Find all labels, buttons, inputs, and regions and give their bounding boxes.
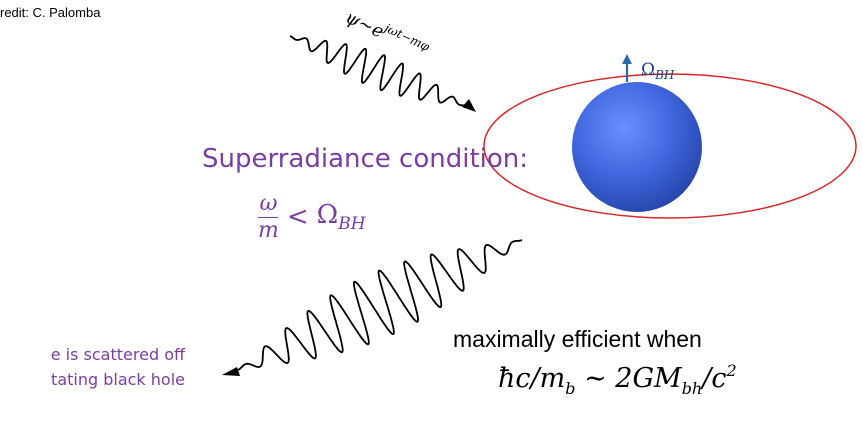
incoming-wave bbox=[289, 35, 467, 107]
ergosphere-ellipse bbox=[483, 73, 857, 219]
efficiency-formula: ħc/mb ∼ 2GMbh/c2 bbox=[498, 361, 737, 398]
slash-1: / bbox=[530, 363, 540, 394]
two-gm: 2GM bbox=[615, 363, 682, 394]
scatter-caption: e is scattered off tating black hole bbox=[51, 342, 185, 392]
condition-formula: ω m < ΩBH bbox=[258, 186, 366, 248]
omega-subscript: BH bbox=[338, 214, 366, 234]
omega-symbol: Ω bbox=[316, 200, 339, 230]
less-than-symbol: < bbox=[286, 202, 309, 232]
omega-bh: ΩBH bbox=[317, 200, 366, 234]
black-hole bbox=[572, 82, 702, 212]
spin-omega: Ω bbox=[641, 60, 656, 80]
hbar-symbol: ħ bbox=[498, 363, 516, 394]
spin-arrow-head bbox=[622, 54, 632, 64]
spin-omega-sub: BH bbox=[655, 68, 675, 82]
credit-text: redit: C. Palomba bbox=[0, 5, 101, 20]
omega-over-m-fraction: ω m bbox=[258, 190, 279, 243]
m-symbol: m bbox=[539, 363, 566, 394]
fraction-numerator: ω bbox=[259, 190, 278, 216]
m-subscript-b: b bbox=[565, 379, 576, 398]
exponent-2: 2 bbox=[726, 361, 737, 380]
condition-title: Superradiance condition: bbox=[202, 144, 529, 174]
scatter-line-2: tating black hole bbox=[51, 370, 185, 389]
slash-2: / bbox=[702, 363, 712, 394]
spin-label: ΩBH bbox=[641, 60, 674, 82]
outgoing-wave bbox=[237, 239, 523, 371]
m-subscript-bh: bh bbox=[681, 379, 703, 398]
c-symbol-2: c bbox=[711, 363, 727, 394]
fraction-bar bbox=[258, 216, 279, 218]
incoming-wave-arrowhead bbox=[462, 99, 476, 112]
c-symbol: c bbox=[515, 363, 531, 394]
scatter-line-1: e is scattered off bbox=[50, 345, 185, 364]
sim-symbol: ∼ bbox=[575, 363, 616, 394]
efficiency-text: maximally efficient when bbox=[453, 326, 702, 352]
outgoing-wave-arrowhead bbox=[222, 367, 240, 376]
fraction-denominator: m bbox=[258, 217, 279, 243]
